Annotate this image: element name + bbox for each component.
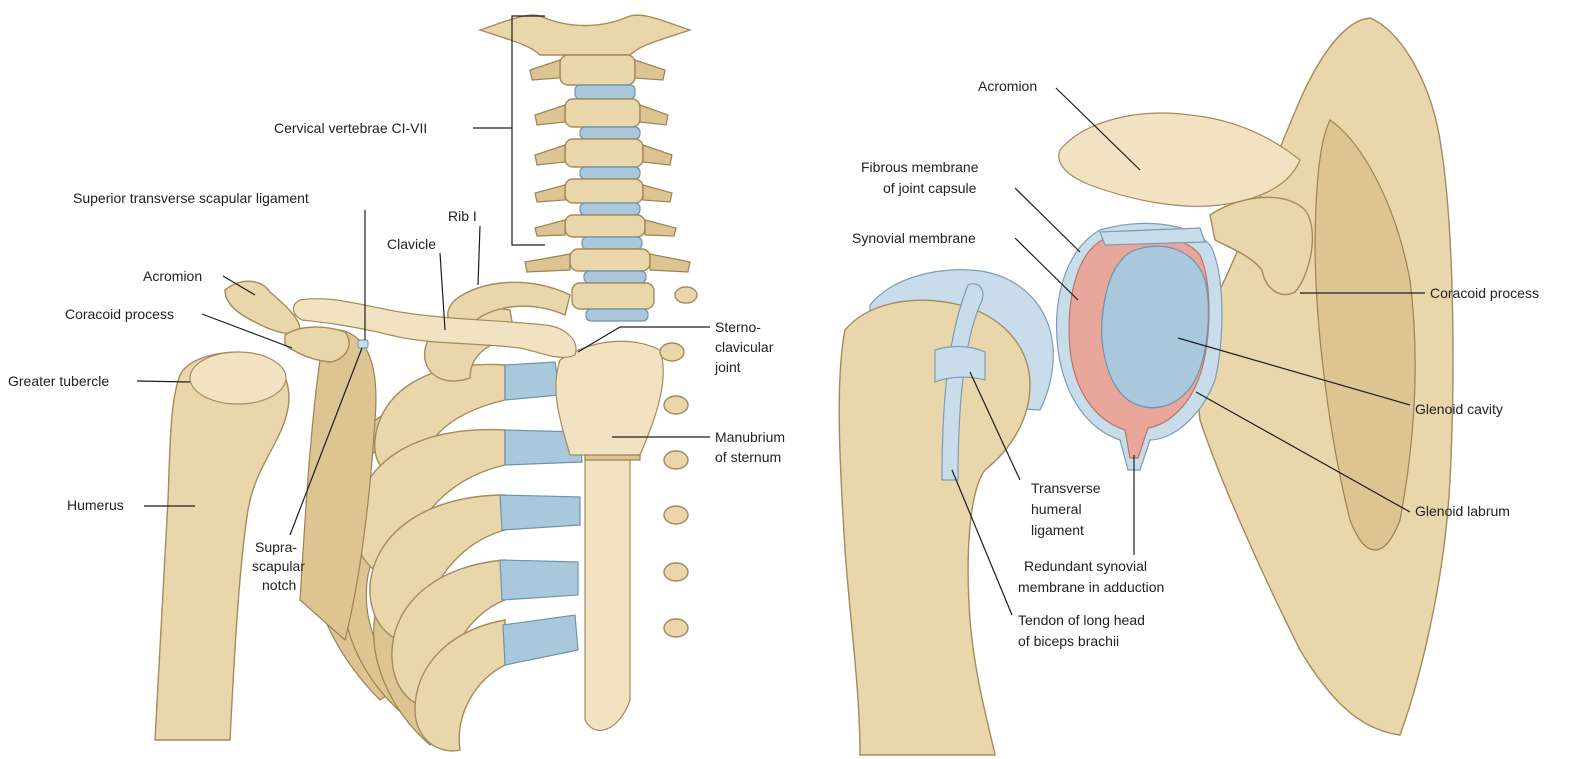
label-suprascapular-notch-1: Supra- [255,539,297,555]
label-acromion-left: Acromion [143,268,202,284]
label-synovial-membrane: Synovial membrane [852,230,976,246]
label-sternoclavicular-1: Sterno- [715,319,761,335]
label-tendon-biceps-1: Tendon of long head [1018,612,1145,628]
label-sternoclavicular-3: joint [714,359,741,375]
right-illustration [839,18,1453,755]
label-humerus-left: Humerus [67,497,124,513]
acromion-right [1059,113,1300,206]
label-sternoclavicular-2: clavicular [715,339,774,355]
label-redundant-synovial-2: membrane in adduction [1018,579,1164,595]
label-suprascapular-notch-2: scapular [252,558,305,574]
humerus-right [839,270,1053,755]
label-clavicle: Clavicle [387,236,436,252]
label-superior-transverse-scapular-ligament: Superior transverse scapular ligament [73,190,309,206]
label-coracoid-left: Coracoid process [65,306,174,322]
label-suprascapular-notch-3: notch [262,577,296,593]
label-rib-i: Rib I [448,208,477,224]
label-coracoid-right: Coracoid process [1430,285,1539,301]
label-tendon-biceps-2: of biceps brachii [1018,633,1119,649]
label-glenoid-cavity: Glenoid cavity [1415,401,1503,417]
label-glenoid-labrum: Glenoid labrum [1415,503,1510,519]
label-transverse-humeral-3: ligament [1031,522,1084,538]
label-fibrous-membrane-2: of joint capsule [883,180,977,196]
superior-transverse-ligament [358,340,368,348]
label-transverse-humeral-1: Transverse [1031,480,1101,496]
sternum [556,341,663,730]
leader-fibrous-membrane [1015,188,1080,252]
leader-rib-i [478,226,480,285]
label-cervical-vertebrae: Cervical vertebrae CI-VII [274,120,427,136]
label-fibrous-membrane-1: Fibrous membrane [861,159,979,175]
transverse-humeral-ligament [935,346,985,382]
label-greater-tubercle: Greater tubercle [8,373,109,389]
glenoid-cavity [1102,246,1209,407]
label-manubrium-1: Manubrium [715,429,785,445]
label-acromion-right: Acromion [978,78,1037,94]
label-transverse-humeral-2: humeral [1031,501,1082,517]
right-rib-ends [660,287,697,637]
label-redundant-synovial-1: Redundant synovial [1024,558,1147,574]
label-manubrium-2: of sternum [715,449,781,465]
